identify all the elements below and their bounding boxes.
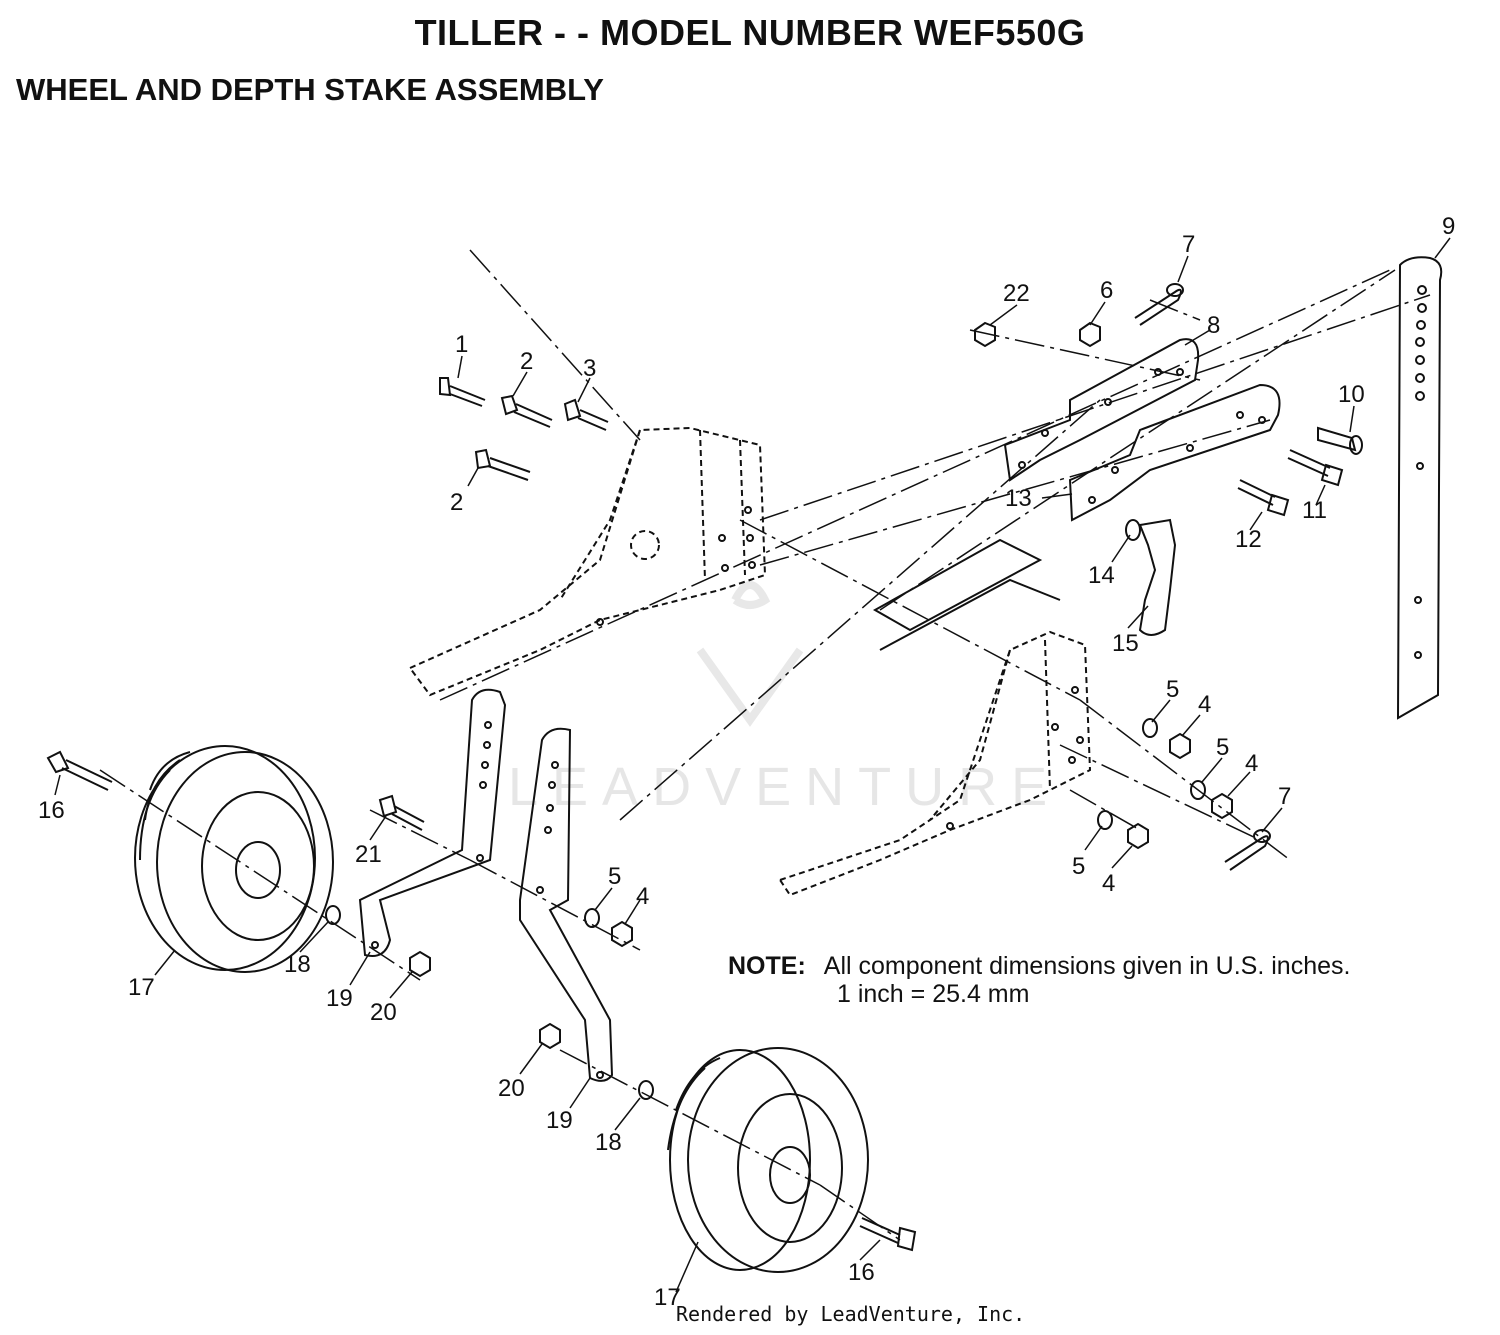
washers-and-nuts	[325, 718, 1233, 1100]
right-frame-bracket	[778, 630, 1092, 897]
callout-7: 7	[1182, 231, 1195, 258]
callout-10: 10	[1338, 381, 1365, 408]
hairpin-clip-upper	[1134, 283, 1184, 326]
callout-11: 11	[1302, 497, 1327, 524]
note-label: NOTE:	[728, 952, 806, 980]
callout-21: 21	[355, 841, 382, 868]
callout-4: 4	[1245, 750, 1258, 777]
depth-stake	[1396, 256, 1443, 720]
callout-5: 5	[1166, 676, 1179, 703]
callout-14: 14	[1088, 562, 1115, 589]
hairpin-clip-lower	[1224, 829, 1271, 871]
nuts-top	[974, 321, 1101, 348]
leader-lines	[54, 237, 1451, 1293]
left-frame-bracket	[408, 426, 767, 697]
callout-16: 16	[38, 797, 65, 824]
depth-stake-handle	[1125, 518, 1177, 636]
diagram-title: TILLER - - MODEL NUMBER WEF550G	[414, 12, 1086, 53]
callout-20: 20	[498, 1075, 525, 1102]
callout-13: 13	[1005, 485, 1032, 512]
callout-17: 17	[654, 1284, 681, 1311]
note-line-2: 1 inch = 25.4 mm	[837, 980, 1030, 1008]
wheel-arm-right	[519, 727, 614, 1082]
watermark-text: LEADVENTURE	[508, 757, 1061, 817]
callout-17: 17	[128, 974, 155, 1001]
right-frame-holes	[946, 686, 1084, 830]
depth-stake-bracket-lower	[1068, 383, 1281, 522]
callout-18: 18	[595, 1129, 622, 1156]
wheel-bolts	[46, 750, 917, 1252]
footer-credit: Rendered by LeadVenture, Inc.	[676, 1302, 1026, 1326]
frame-bolts	[439, 377, 609, 481]
callout-7: 7	[1278, 783, 1291, 810]
dimensions-note: NOTE: All component dimensions given in U…	[728, 952, 1350, 1008]
wheel-right	[667, 1047, 869, 1273]
callout-19: 19	[546, 1107, 573, 1134]
callout-19: 19	[326, 985, 353, 1012]
note-line-1: All component dimensions given in U.S. i…	[823, 952, 1351, 980]
callout-5: 5	[1072, 853, 1085, 880]
callout-12: 12	[1235, 526, 1262, 553]
callout-16: 16	[848, 1259, 875, 1286]
callout-labels: 1 2 3 2 22 6 7 8 9 10 11 12 13 14 15 5 4…	[38, 213, 1455, 1311]
callout-1: 1	[455, 331, 468, 358]
callout-20: 20	[370, 999, 397, 1026]
hex-bolts	[1237, 449, 1344, 517]
callout-5: 5	[1216, 734, 1229, 761]
callout-22: 22	[1003, 280, 1030, 307]
callout-18: 18	[284, 951, 311, 978]
callout-8: 8	[1207, 312, 1220, 339]
callout-9: 9	[1442, 213, 1455, 240]
callout-6: 6	[1100, 277, 1113, 304]
callout-3: 3	[583, 355, 596, 382]
callout-4: 4	[1102, 870, 1115, 897]
wheel-left	[134, 745, 334, 973]
callout-4: 4	[636, 883, 649, 910]
frame-cross-plate	[872, 538, 1043, 632]
diagram-subtitle: WHEEL AND DEPTH STAKE ASSEMBLY	[16, 72, 604, 107]
left-frame-holes	[596, 506, 756, 626]
wheel-arm-left	[358, 688, 507, 957]
callout-5: 5	[608, 863, 621, 890]
callout-2: 2	[520, 348, 533, 375]
callout-4: 4	[1198, 691, 1211, 718]
depth-stake-bracket-upper	[1003, 338, 1200, 482]
watermark-logo	[696, 581, 804, 727]
alignment-lines	[99, 249, 1431, 1241]
callout-2: 2	[450, 489, 463, 516]
clevis-pin	[1317, 426, 1363, 455]
callout-15: 15	[1112, 630, 1139, 657]
